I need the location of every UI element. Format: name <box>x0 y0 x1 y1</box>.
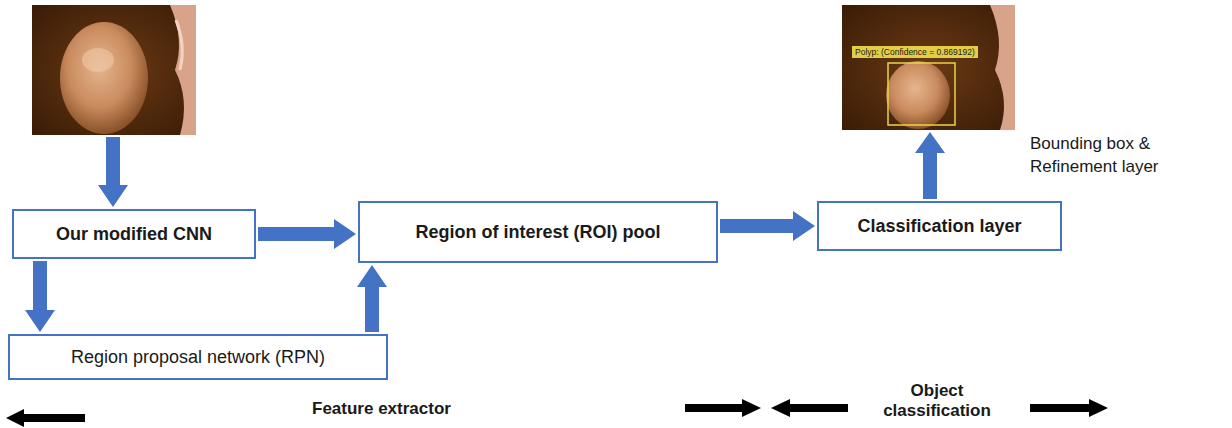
detection-tag: Polyp: (Confidence = 0.869192) <box>852 46 978 58</box>
process-box: Region of interest (ROI) pool <box>358 201 718 263</box>
flow-arrow <box>258 219 356 249</box>
flow-arrow <box>720 211 815 241</box>
box-label: Our modified CNN <box>56 224 212 245</box>
flow-arrow <box>357 265 387 332</box>
annotation-label: Feature extractor <box>312 399 451 419</box>
process-box: Region proposal network (RPN) <box>8 334 388 380</box>
process-box: Classification layer <box>817 201 1062 251</box>
input-endoscopy-image <box>32 5 196 135</box>
span-arrow <box>1030 399 1108 417</box>
box-label: Region of interest (ROI) pool <box>416 222 661 243</box>
span-arrow <box>771 399 848 417</box>
annotation-label: Object classification <box>862 381 1012 422</box>
span-arrow <box>6 409 85 427</box>
flow-arrow <box>98 137 128 207</box>
box-label: Region proposal network (RPN) <box>71 347 325 368</box>
span-arrow <box>685 399 761 417</box>
output-detection-image <box>842 5 1015 130</box>
flow-arrow <box>25 261 55 332</box>
process-box: Our modified CNN <box>12 209 256 259</box>
annotation-label: Bounding box & Refinement layer <box>1030 133 1228 179</box>
flow-arrow <box>915 132 945 199</box>
box-label: Classification layer <box>857 216 1021 237</box>
